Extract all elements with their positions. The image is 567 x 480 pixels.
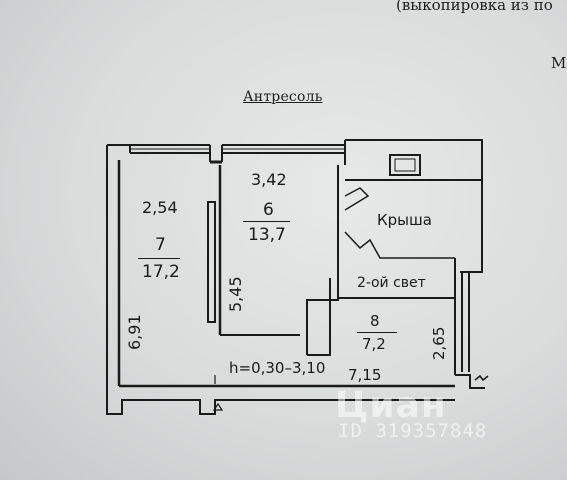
room-8-fraction-line	[357, 332, 397, 333]
room-8-area: 7,2	[362, 335, 386, 353]
wall-top-left-corner	[107, 144, 131, 153]
watermark-id: ID 319357848	[338, 420, 488, 442]
room-6-dim-top: 3,42	[251, 170, 287, 189]
room-6-number: 6	[263, 200, 274, 220]
room-6-fraction-line	[243, 221, 290, 222]
room-6-area: 13,7	[248, 225, 286, 245]
room-7-dim-side: 6,91	[125, 314, 144, 350]
roof-outline	[345, 139, 483, 273]
room-8-dim-side: 2,65	[430, 326, 448, 360]
watermark-logo: Циан	[335, 385, 447, 426]
roof-hatch	[389, 154, 421, 176]
room-6-dim-side: 5,45	[226, 276, 245, 312]
room-7-number: 7	[155, 235, 166, 255]
partition-6-8	[306, 165, 339, 355]
room-8-dim-bottom: 7,15	[348, 366, 382, 384]
roof-label: Крыша	[377, 211, 432, 229]
second-light-label: 2-ой свет	[357, 275, 426, 291]
header-scale-letter: М	[551, 54, 567, 72]
room-7-fraction-line	[138, 258, 180, 259]
room-7-area: 17,2	[142, 262, 180, 282]
ceiling-height-label: h=0,30–3,10	[229, 359, 326, 377]
room-7-dim-top: 2,54	[142, 198, 178, 217]
room-8-number: 8	[370, 312, 380, 330]
partition-column	[207, 201, 216, 323]
plan-title: Антресоль	[243, 89, 323, 105]
header-note: (выкопировка из по	[396, 0, 553, 14]
